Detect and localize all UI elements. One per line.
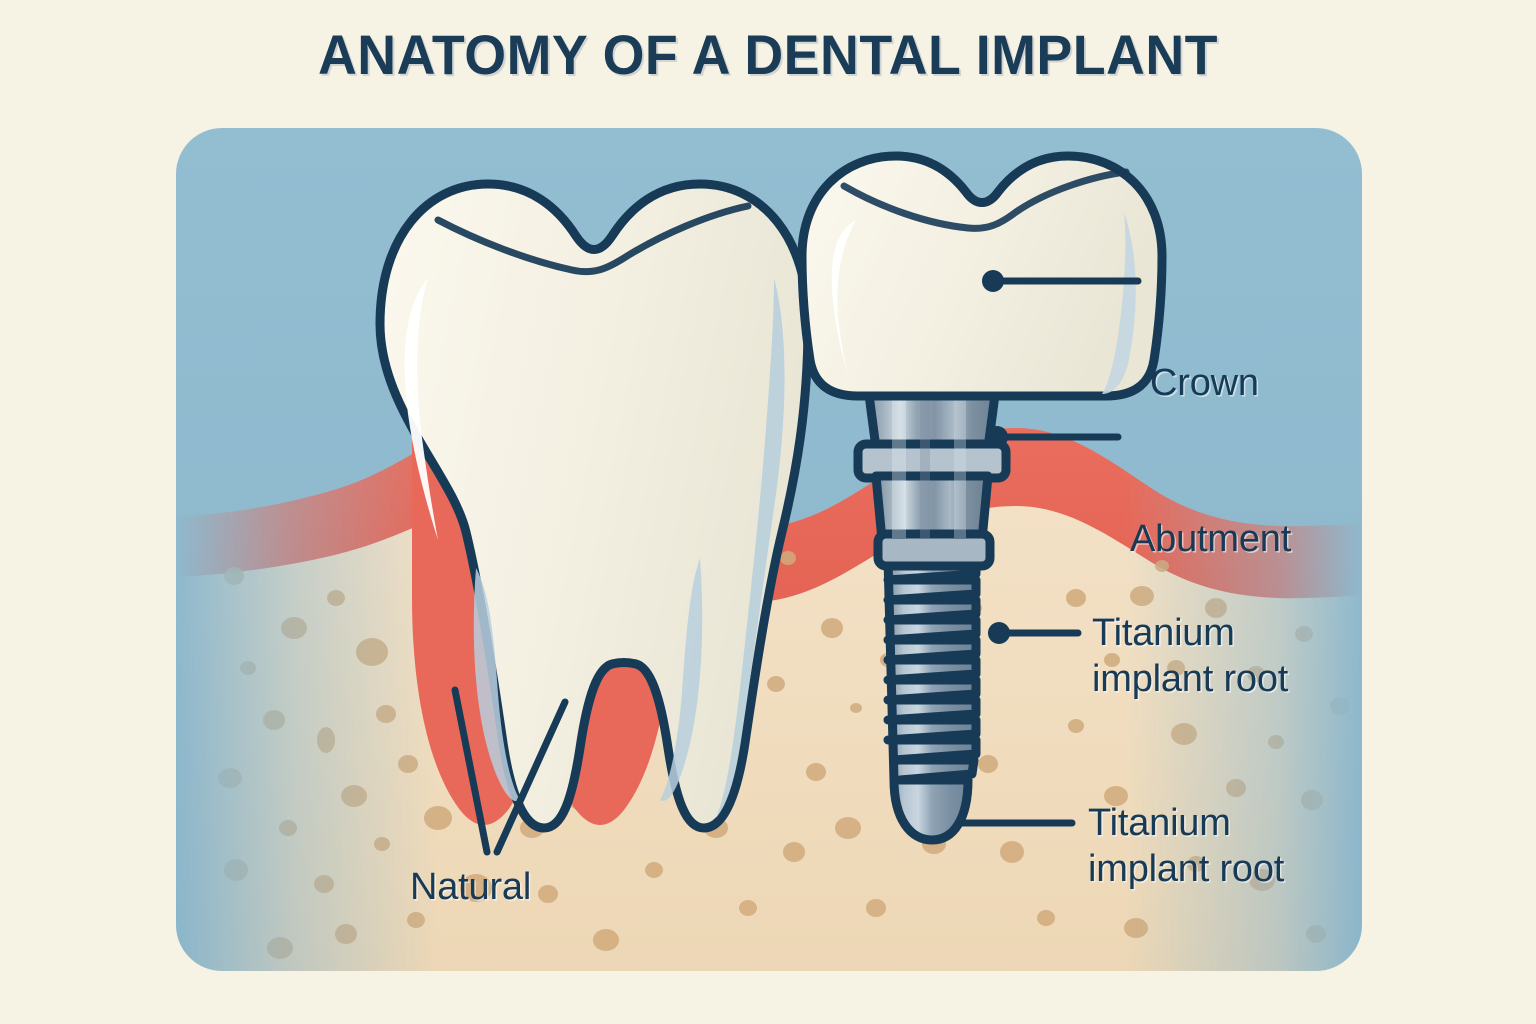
implant-crown-shading — [1102, 212, 1136, 394]
implant-crown-highlight — [831, 220, 856, 386]
leader-titanium-root-upper — [988, 622, 1082, 644]
implant-crown-body — [797, 151, 1167, 401]
leader-natural — [451, 686, 569, 856]
leader-crown — [982, 270, 1142, 292]
panel-background — [176, 128, 1362, 971]
label-titanium-implant-root-lower: Titanium implant root — [1088, 802, 1285, 890]
abutment-collar-lower — [873, 529, 995, 571]
implant-screw[interactable] — [876, 555, 1002, 897]
implant-crown-groove — [840, 168, 1130, 232]
natural-tooth — [375, 179, 813, 833]
leader-abutment — [986, 426, 1122, 448]
illustration-panel: Crown Abutment Titanium implant root Tit… — [176, 128, 1362, 971]
tooth-occlusal-groove — [434, 202, 752, 276]
implant-thread — [883, 555, 981, 845]
label-natural: Natural — [410, 866, 532, 908]
page-title: ANATOMY OF A DENTAL IMPLANT — [318, 23, 1218, 86]
tooth-shading-right — [716, 278, 785, 818]
abutment-bands — [892, 378, 966, 538]
dental-implant — [797, 151, 1167, 897]
tooth-pulp-shading-2 — [660, 558, 703, 801]
tooth-pulp-shading — [473, 568, 520, 802]
implant-abutment[interactable] — [853, 367, 1011, 571]
label-abutment: Abutment — [1130, 518, 1292, 560]
label-titanium-implant-root-upper: Titanium implant root — [1092, 612, 1289, 700]
leader-lines — [451, 270, 1142, 856]
tooth-highlight-left — [404, 278, 438, 540]
label-crown: Crown — [1150, 362, 1259, 404]
implant-crown[interactable] — [797, 151, 1167, 401]
